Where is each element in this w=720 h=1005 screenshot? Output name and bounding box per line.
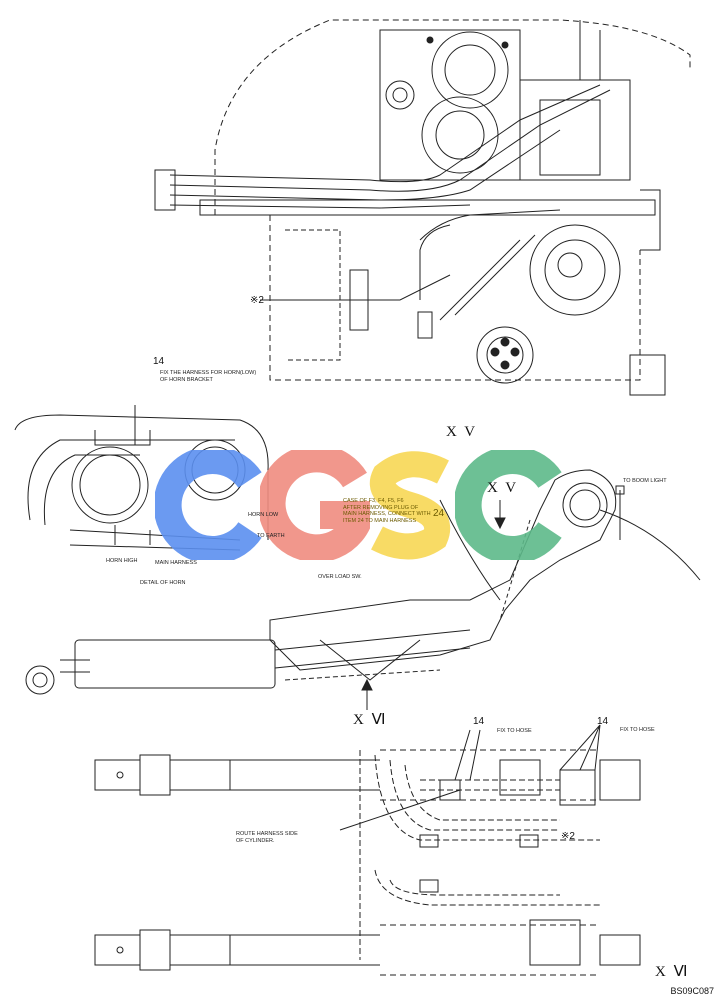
note-fix-to-hose-left: FIX TO HOSE <box>497 728 532 734</box>
note-main-harness: MAIN HARNESS <box>155 560 197 566</box>
note-to-earth: TO EARTH <box>257 533 285 539</box>
lower-cylinders <box>94 749 641 976</box>
note-to-boom-light: TO BOOM LIGHT <box>623 478 667 484</box>
lower-hoses <box>359 750 600 960</box>
gear-housings <box>385 31 621 384</box>
note-detail-of-horn: DETAIL OF HORN <box>140 580 186 586</box>
note-fix-harness: FIX THE HARNESS FOR HORN(LOW) OF HORN BR… <box>160 370 257 383</box>
upper-hoses <box>154 84 611 339</box>
note-fix-to-hose-right: FIX TO HOSE <box>620 727 655 733</box>
callout-24: 24 <box>433 508 445 519</box>
watermark-letter-c1 <box>153 446 265 564</box>
section-arrows <box>260 299 506 710</box>
note-route-harness: ROUTE HARNESS SIDE OF CYLINDER. <box>236 831 298 844</box>
boom-and-cylinder <box>25 469 701 695</box>
note-case-f3-f6: CASE OF F3, F4, F5, F6 AFTER REMOVING PL… <box>343 498 431 524</box>
star-2-bottom: ※2 <box>561 831 575 842</box>
star-2-top: ※2 <box>250 295 264 306</box>
callout-14-left: 14 <box>473 716 485 727</box>
drawing-code: BS09C087 <box>670 986 714 996</box>
section-xv-arrow-label: X V <box>487 480 519 496</box>
upper-frame <box>199 19 691 396</box>
watermark-letter-g <box>257 444 379 563</box>
callout-14-horn: 14 <box>153 356 165 367</box>
watermark-letter-c2 <box>453 446 565 564</box>
section-xvi-label: X Ⅵ <box>655 964 690 980</box>
lower-fittings <box>339 724 601 966</box>
watermark-letter-s <box>355 450 465 560</box>
note-over-load-sw: OVER LOAD SW. <box>318 574 362 580</box>
section-xvi-arrow-label: X Ⅵ <box>353 712 388 728</box>
note-horn-high: HORN HIGH <box>106 558 138 564</box>
section-xv-label: X V <box>446 424 478 440</box>
callout-14-right: 14 <box>597 716 609 727</box>
note-horn-low: HORN LOW <box>248 512 279 518</box>
